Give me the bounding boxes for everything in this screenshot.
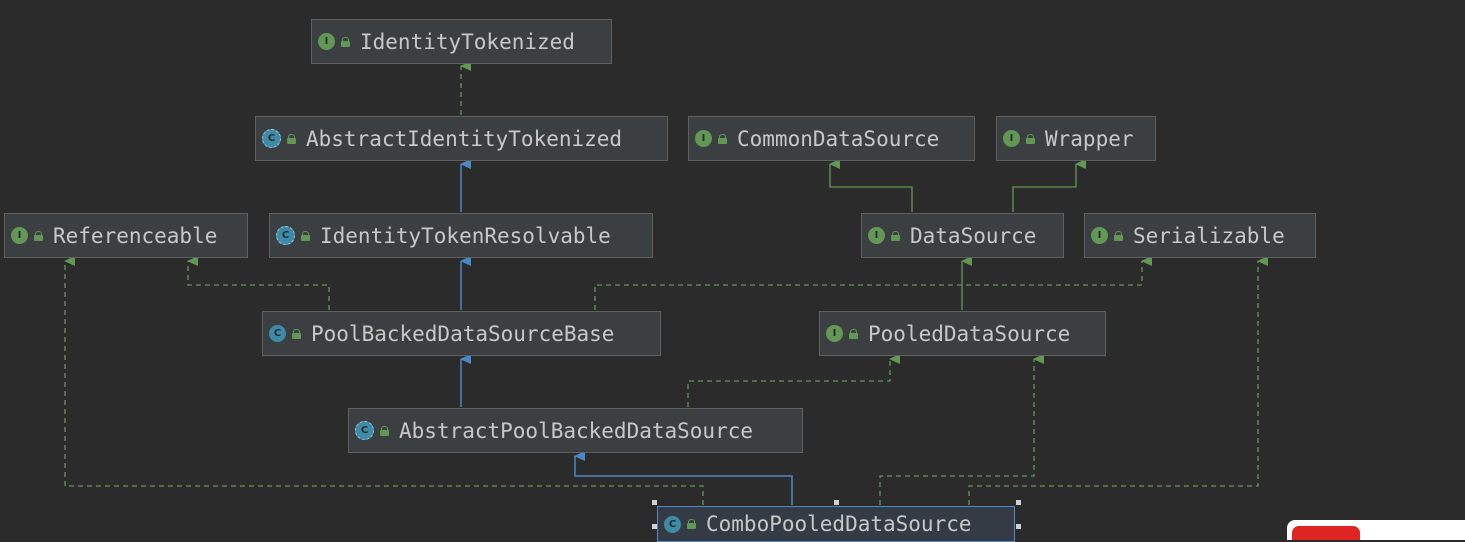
public-lock-icon (686, 519, 697, 529)
node-label: CommonDataSource (737, 126, 940, 151)
node-identity-token-resolvable[interactable]: C IdentityTokenResolvable (269, 213, 653, 258)
public-lock-icon (300, 230, 311, 241)
abstract-class-icon: C (276, 226, 295, 245)
node-label: PoolBackedDataSourceBase (311, 321, 615, 346)
public-lock-icon (890, 230, 901, 241)
node-data-source[interactable]: I DataSource (861, 213, 1064, 258)
node-label: PooledDataSource (868, 321, 1071, 346)
selection-handle[interactable] (1016, 524, 1021, 529)
public-lock-icon (848, 328, 859, 339)
selection-handle[interactable] (834, 500, 839, 505)
node-label: Wrapper (1045, 126, 1134, 151)
edge-abstract-pool-backed-to-pooled-data-source (687, 354, 900, 407)
selection-handle[interactable] (652, 500, 657, 505)
public-lock-icon (717, 133, 728, 144)
node-common-data-source[interactable]: I CommonDataSource (688, 116, 975, 161)
interface-icon: I (318, 33, 335, 50)
node-identity-tokenized[interactable]: I IdentityTokenized (311, 19, 612, 64)
public-lock-icon (379, 425, 390, 436)
public-lock-icon (1025, 133, 1036, 144)
interface-icon: I (1091, 227, 1108, 244)
edge-combo-to-referenceable (64, 256, 704, 505)
interface-icon: I (1003, 130, 1020, 147)
public-lock-icon (286, 133, 297, 144)
node-label: Serializable (1133, 223, 1285, 248)
node-serializable[interactable]: I Serializable (1084, 213, 1316, 258)
interface-icon: I (11, 227, 28, 244)
corner-popup-badge (1292, 526, 1360, 540)
interface-icon: I (826, 325, 843, 342)
class-icon: C (269, 325, 286, 342)
public-lock-icon (33, 230, 44, 241)
node-abstract-identity-tokenized[interactable]: C AbstractIdentityTokenized (255, 116, 668, 161)
node-label: AbstractIdentityTokenized (306, 126, 623, 151)
edge-combo-to-abstract-pool-backed (574, 451, 793, 505)
node-label: Referenceable (53, 223, 218, 248)
edge-pool-backed-base-to-serializable (594, 256, 1152, 310)
abstract-class-icon: C (262, 129, 281, 148)
edge-data-source-to-wrapper (1012, 159, 1086, 212)
class-icon: C (664, 515, 681, 533)
node-label: IdentityTokenResolvable (320, 223, 611, 248)
edge-data-source-to-common-data-source (829, 159, 913, 212)
interface-icon: I (868, 227, 885, 244)
public-lock-icon (1113, 230, 1124, 241)
public-lock-icon (340, 36, 351, 47)
node-abstract-pool-backed-data-source[interactable]: C AbstractPoolBackedDataSource (348, 408, 803, 453)
node-label: IdentityTokenized (360, 29, 575, 54)
selection-handle[interactable] (1016, 500, 1021, 505)
node-referenceable[interactable]: I Referenceable (4, 213, 248, 258)
node-combo-pooled-data-source[interactable]: C ComboPooledDataSource (657, 506, 1015, 542)
edge-combo-to-pooled-data-source (879, 354, 1044, 505)
node-label: AbstractPoolBackedDataSource (399, 418, 754, 443)
edge-pool-backed-base-to-referenceable (187, 256, 330, 310)
node-label: ComboPooledDataSource (706, 512, 972, 536)
node-label: DataSource (910, 223, 1037, 248)
public-lock-icon (291, 328, 302, 339)
selection-handle[interactable] (652, 524, 657, 529)
interface-icon: I (695, 130, 712, 147)
node-pooled-data-source[interactable]: I PooledDataSource (819, 311, 1106, 356)
node-wrapper[interactable]: I Wrapper (996, 116, 1156, 161)
edge-combo-to-serializable (968, 256, 1268, 505)
abstract-class-icon: C (355, 421, 374, 440)
node-pool-backed-data-source-base[interactable]: C PoolBackedDataSourceBase (262, 311, 661, 356)
